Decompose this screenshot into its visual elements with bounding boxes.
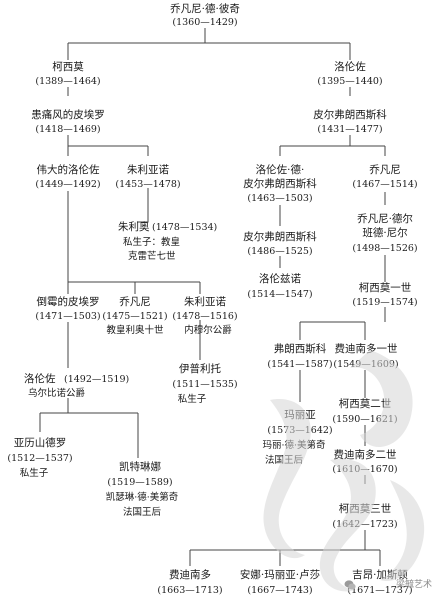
node-name: 柯西莫 [52, 60, 84, 73]
node-giuliano-nemours: 朱利亚诺 (1478—1516) 内穆尔公爵 [172, 296, 237, 336]
node-name: 凯特琳娜 [119, 460, 161, 473]
node-name: 皮尔弗朗西斯科 [313, 108, 387, 121]
node-cosimo-ii: 柯西莫二世 (1590—1621) [332, 397, 397, 425]
node-piero-gouty: 患痛风的皮埃罗 (1418—1469) [31, 108, 105, 135]
node-catherine: 凯特琳娜 (1519—1589) 凯瑟琳·德·美第奇 法国王后 [106, 460, 179, 518]
node-lorenzo-elder: 洛伦佐 (1395—1440) [317, 60, 382, 87]
node-dates: (1360—1429) [172, 17, 237, 28]
node-lorenzino: 洛伦兹诺 (1514—1547) [247, 272, 312, 300]
node-name: 朱利亚诺 [184, 296, 226, 308]
node-cosimo-elder: 柯西莫 (1389—1464) [35, 60, 100, 87]
node-dates: (1449—1492) [35, 179, 100, 190]
node-dates: (1519—1589) [107, 477, 172, 488]
node-dates: (1486—1525) [247, 246, 312, 257]
node-note: 内穆尔公爵 [184, 324, 232, 336]
node-name: 柯西莫一世 [359, 281, 412, 294]
node-name: 柯西莫二世 [339, 397, 392, 410]
node-dates: (1519—1574) [352, 297, 417, 308]
node-name: 费迪南多一世 [335, 342, 398, 355]
node-dates: (1478—1516) [172, 311, 237, 322]
node-note: 私生子 [178, 393, 207, 405]
node-note-line: 凯瑟琳·德·美第奇 [106, 491, 179, 503]
node-name: 乔凡尼 [369, 164, 401, 176]
node-name: 洛伦佐 [334, 60, 366, 73]
node-note: 教皇利奥十世 [106, 324, 164, 336]
node-name: 患痛风的皮埃罗 [31, 108, 105, 121]
node-ippolito: 伊普利托 (1511—1535) 私生子 [172, 362, 237, 405]
node-francesco-i: 弗朗西斯科 (1541—1587) [267, 342, 332, 370]
node-lorenzo-urbino: 洛伦佐 (1492—1519) 乌尔比诺公爵 [24, 372, 129, 399]
node-note-line: 克雷芒七世 [128, 250, 176, 262]
node-piero-unfortunate: 倒霉的皮埃罗 (1471—1503) [35, 295, 100, 322]
node-dates: (1492—1519) [64, 374, 129, 385]
node-giovanni-popolano: 乔凡尼 (1467—1514) [352, 164, 417, 190]
node-name: 乔凡尼 [119, 296, 151, 308]
node-dates: (1453—1478) [115, 179, 180, 190]
node-dates: (1418—1469) [35, 124, 100, 135]
node-name-line: 洛伦佐·德· [256, 163, 305, 176]
node-dates: (1475—1521) [102, 311, 167, 322]
node-name-line: 班德·尼尔 [362, 226, 407, 239]
node-dates: (1514—1547) [247, 289, 312, 300]
node-dates: (1467—1514) [352, 179, 417, 190]
node-dates: (1511—1535) [172, 379, 237, 390]
node-pierfrancesco-elder: 皮尔弗朗西斯科 (1431—1477) [313, 108, 387, 135]
node-cosimo-i: 柯西莫一世 (1519—1574) [352, 281, 417, 308]
node-name: 伊普利托 [179, 362, 221, 375]
wechat-logo-icon [344, 580, 356, 590]
node-dates: (1478—1534) [152, 222, 217, 233]
node-giulio: 朱利奥 (1478—1534) 私生子：教皇 克雷芒七世 [118, 220, 217, 262]
node-lorenzo-magnificent: 伟大的洛伦佐 (1449—1492) [35, 163, 100, 190]
node-dates: (1541—1587) [267, 359, 332, 370]
node-pierfrancesco-younger: 皮尔弗朗西斯科 (1486—1525) [243, 230, 317, 257]
node-name: 费迪南多 [169, 568, 211, 581]
node-dates: (1498—1526) [352, 243, 417, 254]
node-giovanni-di-bicci: 乔凡尼·德·彼奇 (1360—1429) [170, 2, 240, 28]
node-anna-maria-luisa: 安娜·玛丽亚·卢莎 (1667—1743) [240, 568, 320, 596]
node-dates: (1642—1723) [332, 519, 397, 530]
node-name-line: 皮尔弗朗西斯科 [243, 177, 317, 190]
node-dates: (1463—1503) [247, 193, 312, 204]
node-name: 乔凡尼·德·彼奇 [170, 2, 240, 15]
node-name: 费迪南多二世 [334, 448, 397, 461]
node-dates: (1590—1621) [332, 414, 397, 425]
node-name: 亚历山德罗 [14, 436, 67, 449]
node-dates: (1471—1503) [35, 311, 100, 322]
node-name: 朱利亚诺 [127, 164, 169, 176]
node-dates: (1431—1477) [317, 124, 382, 135]
node-name: 洛伦兹诺 [259, 272, 301, 285]
node-dates: (1663—1713) [157, 585, 222, 596]
node-alessandro: 亚历山德罗 (1512—1537) 私生子 [7, 436, 72, 479]
node-lorenzo-popolano: 洛伦佐·德· 皮尔弗朗西斯科 (1463—1503) [243, 163, 317, 204]
node-dates: (1671—1737) [347, 585, 412, 596]
node-name: 洛伦佐 [24, 372, 56, 385]
node-note: 乌尔比诺公爵 [28, 387, 86, 399]
node-name: 弗朗西斯科 [274, 342, 327, 355]
node-name-line: 乔凡尼·德尔 [357, 212, 413, 225]
calligraphy-watermark [263, 350, 425, 592]
node-dates: (1389—1464) [35, 76, 100, 87]
node-ferdinando-prince: 费迪南多 (1663—1713) [157, 568, 222, 596]
node-name: 安娜·玛丽亚·卢莎 [240, 568, 320, 581]
node-name: 倒霉的皮埃罗 [37, 295, 100, 308]
node-note: 私生子 [20, 467, 49, 479]
watermark-text: 梁毓艺术 [395, 580, 432, 590]
node-note-line: 私生子：教皇 [123, 236, 180, 248]
node-giovanni-leo-x: 乔凡尼 (1475—1521) 教皇利奥十世 [102, 296, 167, 336]
node-name: 伟大的洛伦佐 [37, 163, 100, 176]
node-name: 皮尔弗朗西斯科 [243, 230, 317, 243]
node-note-line: 法国王后 [123, 506, 162, 518]
node-giuliano-1453: 朱利亚诺 (1453—1478) [115, 164, 180, 190]
node-dates: (1667—1743) [247, 585, 312, 596]
node-name: 朱利奥 [118, 220, 150, 233]
node-dates: (1395—1440) [317, 76, 382, 87]
node-dates: (1512—1537) [7, 453, 72, 464]
node-giovanni-bande-nere: 乔凡尼·德尔 班德·尼尔 (1498—1526) [352, 212, 417, 254]
